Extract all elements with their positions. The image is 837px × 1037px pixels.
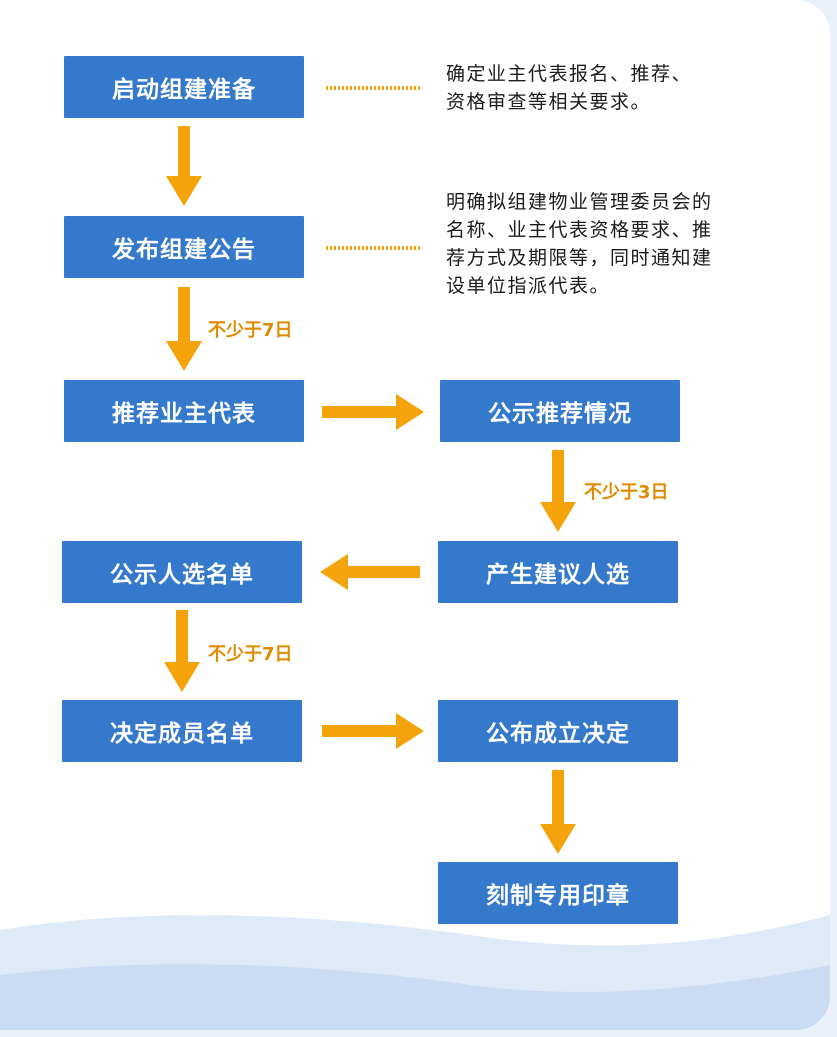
note-start-preparation: 确定业主代表报名、推荐、 资格审查等相关要求。 bbox=[446, 63, 693, 113]
step-decide-member-list: 决定成员名单 bbox=[62, 700, 302, 762]
duration-label-3: 不少于7日 bbox=[208, 644, 293, 665]
step-make-official-seal: 刻制专用印章 bbox=[438, 862, 678, 924]
duration-label-2: 不少于3日 bbox=[584, 482, 669, 503]
step-publicize-recommendation: 公示推荐情况 bbox=[440, 380, 680, 442]
step-announce-establishment: 公布成立决定 bbox=[438, 700, 678, 762]
step-publish-announcement: 发布组建公告 bbox=[64, 216, 304, 278]
step-generate-candidates: 产生建议人选 bbox=[438, 541, 678, 603]
step-recommend-owner-reps: 推荐业主代表 bbox=[64, 380, 304, 442]
note-publish-announcement: 明确拟组建物业管理委员会的 名称、业主代表资格要求、推 荐方式及期限等，同时通知… bbox=[446, 191, 713, 297]
step-publicize-candidate-list: 公示人选名单 bbox=[62, 541, 302, 603]
step-start-preparation: 启动组建准备 bbox=[64, 56, 304, 118]
duration-label-1: 不少于7日 bbox=[208, 320, 293, 341]
